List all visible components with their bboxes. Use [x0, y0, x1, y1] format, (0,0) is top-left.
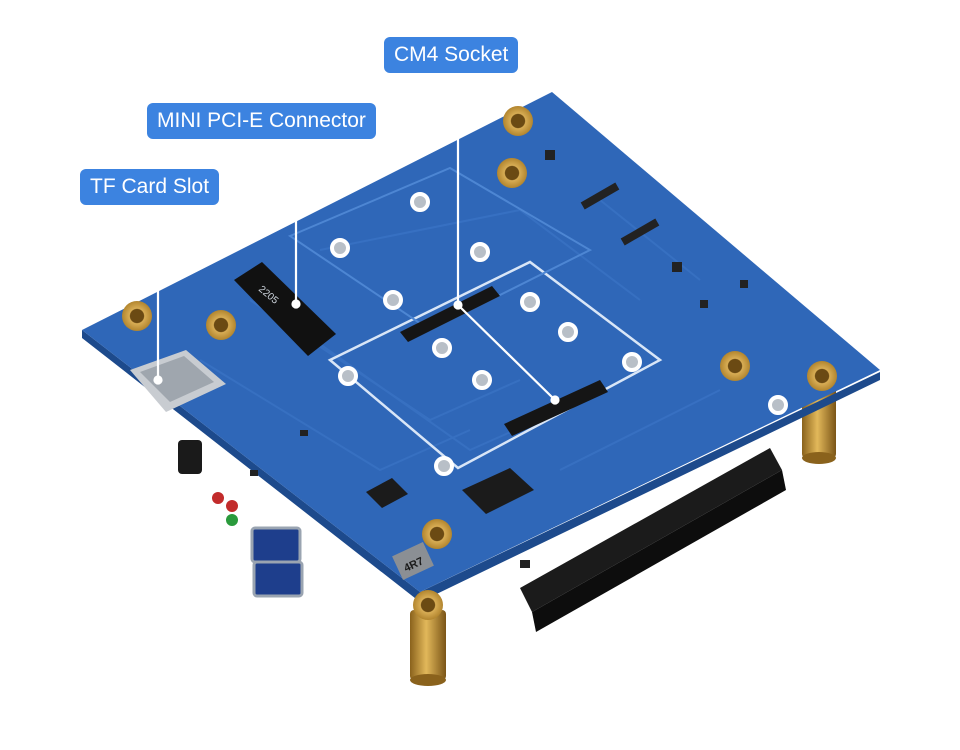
audio-jack — [178, 440, 202, 474]
cm4-socket-area — [327, 260, 663, 470]
ic-chips: 4R7 — [366, 468, 534, 580]
pcb-board — [82, 92, 880, 592]
smd-components — [250, 150, 748, 568]
mounting-holes — [122, 106, 837, 620]
tf-card-slot-label: TF Card Slot — [80, 169, 220, 205]
mini-pcie-slot: 2205 — [234, 262, 336, 356]
silver-standoff-holes — [330, 192, 788, 476]
cm4-connectors — [400, 286, 608, 436]
leader-lines — [153, 72, 560, 405]
mini-pcie-connector-label: MINI PCI-E Connector — [147, 103, 376, 139]
gpio-header — [520, 448, 786, 632]
led-indicators — [212, 492, 238, 526]
usb-ports — [250, 526, 304, 598]
cm4-socket-label: CM4 Socket — [384, 37, 519, 73]
